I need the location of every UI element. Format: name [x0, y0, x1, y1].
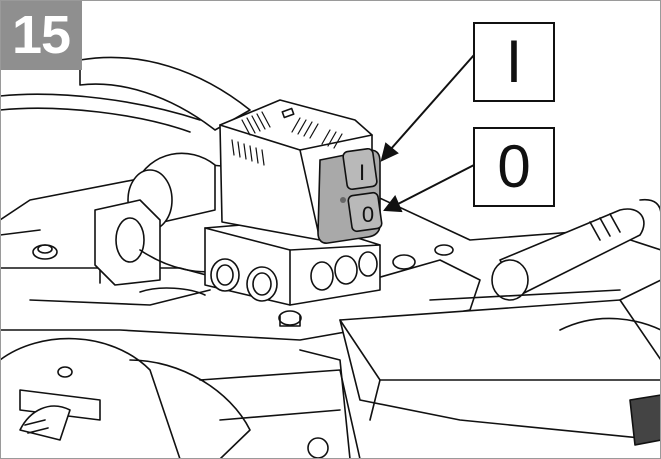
off-callout-arrow [395, 164, 475, 206]
step-number-badge: 15 [0, 0, 82, 70]
handle-tube [499, 208, 645, 296]
rail [339, 299, 661, 441]
off-symbol-callout: 0 [473, 127, 555, 207]
callout-arrows [380, 54, 475, 213]
on-symbol-callout: I [473, 22, 555, 102]
off-key [347, 191, 383, 233]
on-key [342, 147, 378, 191]
cable-glands [210, 258, 278, 302]
off-key-label: 0 [362, 202, 374, 227]
on-key-label: I [359, 160, 365, 185]
rocker-switch: I 0 [317, 147, 383, 244]
on-callout-arrow [389, 54, 475, 151]
